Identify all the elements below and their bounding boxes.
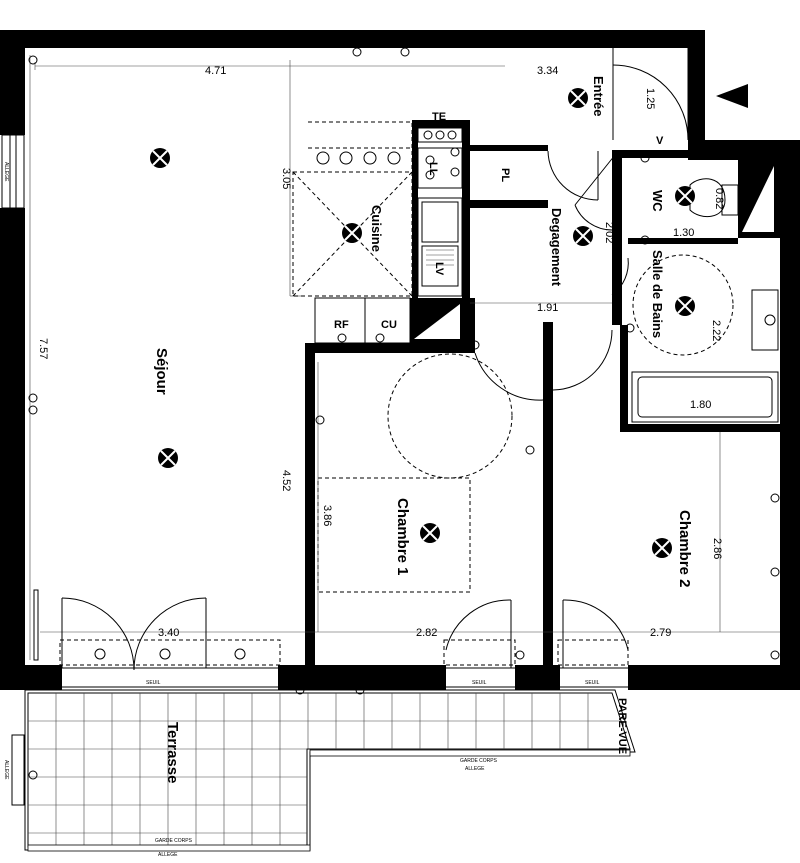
dimension-wc-width: 1.30 <box>673 227 694 239</box>
room-label-terrasse: Terrasse <box>164 722 181 783</box>
dimension-top-right: 3.34 <box>537 65 558 77</box>
fixture-label-allege-1: ALLEGE <box>465 766 485 772</box>
exterior-walls <box>0 30 800 690</box>
room-label-salle-de-bains: Salle de Bains <box>650 250 665 338</box>
dimension-chambre2-height: 2.86 <box>711 538 723 559</box>
room-label-cuisine: Cuisine <box>369 205 384 252</box>
ceiling-light-icon <box>150 148 170 168</box>
room-label-sejour: Séjour <box>153 348 170 395</box>
fixture-label-allege-4: ALLEGE <box>3 760 9 780</box>
terrace <box>24 689 636 852</box>
dimension-sejour-height: 7.57 <box>37 338 49 359</box>
fixture-label-allege-2: ALLEGE <box>158 852 178 858</box>
fixture-label-seuil-3: SEUIL <box>585 680 600 686</box>
ceiling-light-icon <box>342 223 362 243</box>
circulation-and-wet-rooms <box>387 150 780 479</box>
fixture-label-te: TE <box>432 111 446 123</box>
interior-walls <box>305 120 780 665</box>
dimension-chambre1-width: 2.82 <box>416 627 437 639</box>
fixture-label-seuil-1: SEUIL <box>146 680 161 686</box>
ceiling-light-icon <box>652 538 672 558</box>
dimension-degagement-width: 1.91 <box>537 302 558 314</box>
sejour-details <box>29 55 780 671</box>
fixture-label-garde-corps-1: GARDE CORPS <box>460 758 498 764</box>
fixture-label-cu: CU <box>381 319 397 331</box>
dimension-bath-width: 1.80 <box>690 399 711 411</box>
room-label-chambre1: Chambre 1 <box>394 498 411 576</box>
windows <box>1 134 628 806</box>
dimension-chambre2-width: 2.79 <box>650 627 671 639</box>
ceiling-light-icon <box>675 186 695 206</box>
ceiling-light-icon <box>568 88 588 108</box>
ceiling-light-icon <box>420 523 440 543</box>
dimension-entree-height: 1.25 <box>644 88 656 109</box>
sockets <box>28 47 780 780</box>
dimension-bath-height: 2.22 <box>710 320 722 341</box>
fixture-label-garde-corps-2: GARDE CORPS <box>155 838 193 844</box>
fixture-label-ll: LL <box>427 162 439 176</box>
room-label-degagement: Degagement <box>549 208 564 287</box>
fixture-label-v: V <box>656 135 664 147</box>
entrance-arrow-icon <box>716 84 748 108</box>
entrance-door <box>612 48 748 141</box>
ceiling-light-icon <box>675 296 695 316</box>
dimension-kitchen-height: 3.05 <box>280 168 292 189</box>
dimension-degagement-height: 2.02 <box>603 222 615 243</box>
ceiling-light-icon <box>573 226 593 246</box>
room-label-chambre2: Chambre 2 <box>676 510 693 588</box>
bedrooms <box>317 362 721 668</box>
room-label-wc: WC <box>650 190 665 212</box>
ceiling-light-icon <box>158 448 178 468</box>
fixture-label-pare-vue: PARE-VUE <box>616 698 628 754</box>
room-label-entree: Entrée <box>591 76 606 116</box>
dimension-sejour-mid: 4.52 <box>280 470 292 491</box>
dimension-top-left: 4.71 <box>205 65 226 77</box>
dimension-sejour-width: 3.40 <box>158 627 179 639</box>
fixture-label-rf: RF <box>334 319 349 331</box>
fixture-label-seuil-2: SEUIL <box>472 680 487 686</box>
dimension-wc-height: 0.82 <box>713 188 725 209</box>
dimension-chambre1-height: 3.86 <box>321 505 333 526</box>
light-fixtures <box>150 88 695 558</box>
fixture-label-allege-3: ALLEGE <box>3 162 9 182</box>
fixture-label-pl: PL <box>499 168 511 182</box>
fixture-label-lv: LV <box>433 262 445 276</box>
